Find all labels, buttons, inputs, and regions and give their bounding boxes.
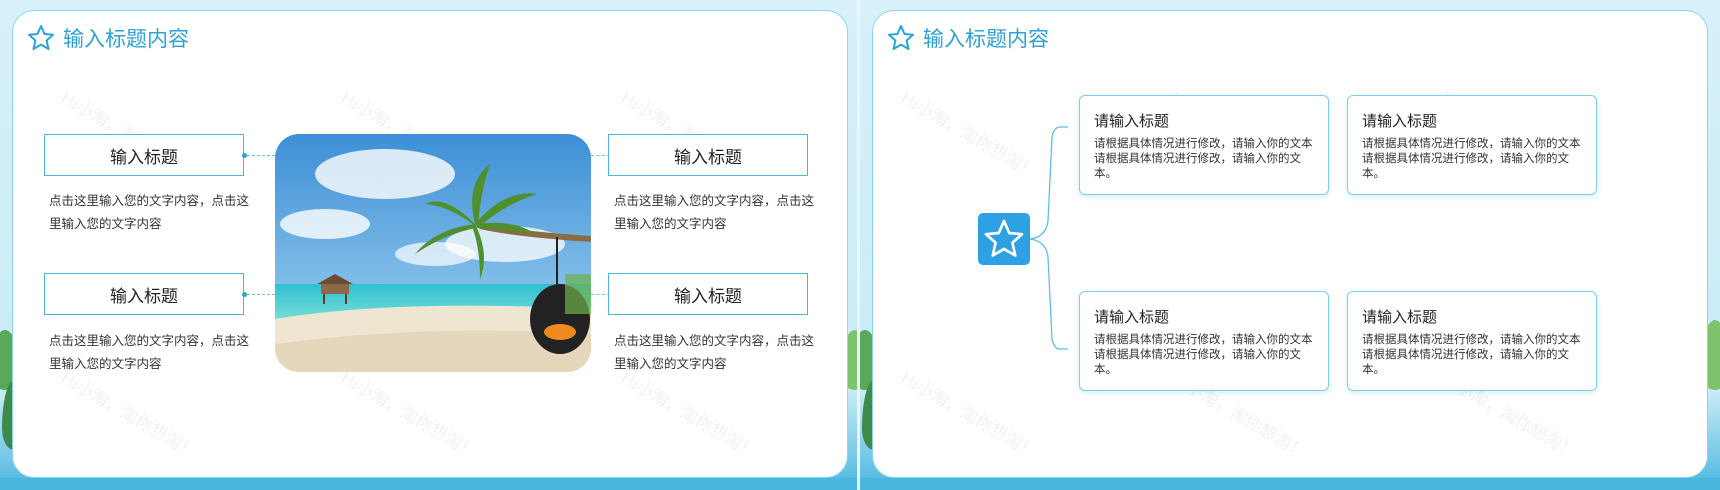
connector-dot: [242, 153, 247, 158]
slide-2: Hi小淘，淘你想淘！ Hi小淘，淘你想淘！ Hi小淘，淘你想淘！ Hi小淘，淘你…: [860, 0, 1720, 490]
page-title: 输入标题内容: [923, 27, 1049, 51]
connector-line: [591, 155, 621, 156]
info-box-2[interactable]: 请输入标题 请根据具体情况进行修改，请输入你的文本请根据具体情况进行修改，请输入…: [1347, 95, 1597, 195]
star-outline-icon: [888, 25, 914, 50]
slide-card: Hi小淘，淘你想淘！ Hi小淘，淘你想淘！ Hi小淘，淘你想淘！ Hi小淘，淘你…: [872, 10, 1708, 478]
info-box-1[interactable]: 请输入标题 请根据具体情况进行修改，请输入你的文本请根据具体情况进行修改，请输入…: [1079, 95, 1329, 195]
beach-photo: [275, 134, 591, 372]
info-box-title: 请输入标题: [1094, 112, 1170, 130]
connector-line: [247, 155, 275, 156]
right-desc-2: 点击这里输入您的文字内容，点击这里输入您的文字内容: [614, 333, 815, 371]
info-box-title: 请输入标题: [1362, 308, 1438, 326]
connector-line: [247, 294, 275, 295]
right-desc-1: 点击这里输入您的文字内容，点击这里输入您的文字内容: [614, 193, 815, 231]
bracket-connector: [1030, 126, 1068, 350]
left-title-box-2[interactable]: 输入标题: [44, 273, 244, 315]
watermark: Hi小淘，淘你想淘！: [57, 368, 200, 463]
info-box-3[interactable]: 请输入标题 请根据具体情况进行修改，请输入你的文本请根据具体情况进行修改，请输入…: [1079, 291, 1329, 391]
ground-strip: [0, 478, 860, 490]
slide-1: Hi小淘，淘你想淘！ Hi小淘，淘你想淘！ Hi小淘，淘你想淘！ Hi小淘，淘你…: [0, 0, 860, 490]
ground-strip: [860, 478, 1720, 490]
slide-header: 输入标题内容: [27, 23, 189, 53]
info-box-title: 请输入标题: [1094, 308, 1170, 326]
info-box-text: 请根据具体情况进行修改，请输入你的文本请根据具体情况进行修改，请输入你的文本。: [1362, 136, 1581, 180]
info-box-4[interactable]: 请输入标题 请根据具体情况进行修改，请输入你的文本请根据具体情况进行修改，请输入…: [1347, 291, 1597, 391]
hub-star-box: [978, 213, 1030, 265]
info-box-title: 请输入标题: [1362, 112, 1438, 130]
page-title: 输入标题内容: [63, 27, 189, 51]
connector-line: [591, 294, 621, 295]
right-title-box-2[interactable]: 输入标题: [608, 273, 808, 315]
slide-card: Hi小淘，淘你想淘！ Hi小淘，淘你想淘！ Hi小淘，淘你想淘！ Hi小淘，淘你…: [12, 10, 848, 478]
info-box-text: 请根据具体情况进行修改，请输入你的文本请根据具体情况进行修改，请输入你的文本。: [1094, 332, 1313, 376]
right-title-box-1[interactable]: 输入标题: [608, 134, 808, 176]
connector-dot: [242, 292, 247, 297]
watermark: Hi小淘，淘你想淘！: [617, 368, 760, 463]
slide-header: 输入标题内容: [887, 23, 1049, 53]
watermark: Hi小淘，淘你想淘！: [897, 368, 1040, 463]
watermark: Hi小淘，淘你想淘！: [337, 368, 480, 463]
watermark: Hi小淘，淘你想淘！: [897, 88, 1040, 183]
left-desc-2: 点击这里输入您的文字内容，点击这里输入您的文字内容: [49, 333, 250, 371]
star-outline-icon: [28, 25, 54, 50]
info-box-text: 请根据具体情况进行修改，请输入你的文本请根据具体情况进行修改，请输入你的文本。: [1362, 332, 1581, 376]
star-outline-icon: [984, 219, 1024, 257]
left-title-box-1[interactable]: 输入标题: [44, 134, 244, 176]
left-desc-1: 点击这里输入您的文字内容，点击这里输入您的文字内容: [49, 193, 250, 231]
info-box-text: 请根据具体情况进行修改，请输入你的文本请根据具体情况进行修改，请输入你的文本。: [1094, 136, 1313, 180]
